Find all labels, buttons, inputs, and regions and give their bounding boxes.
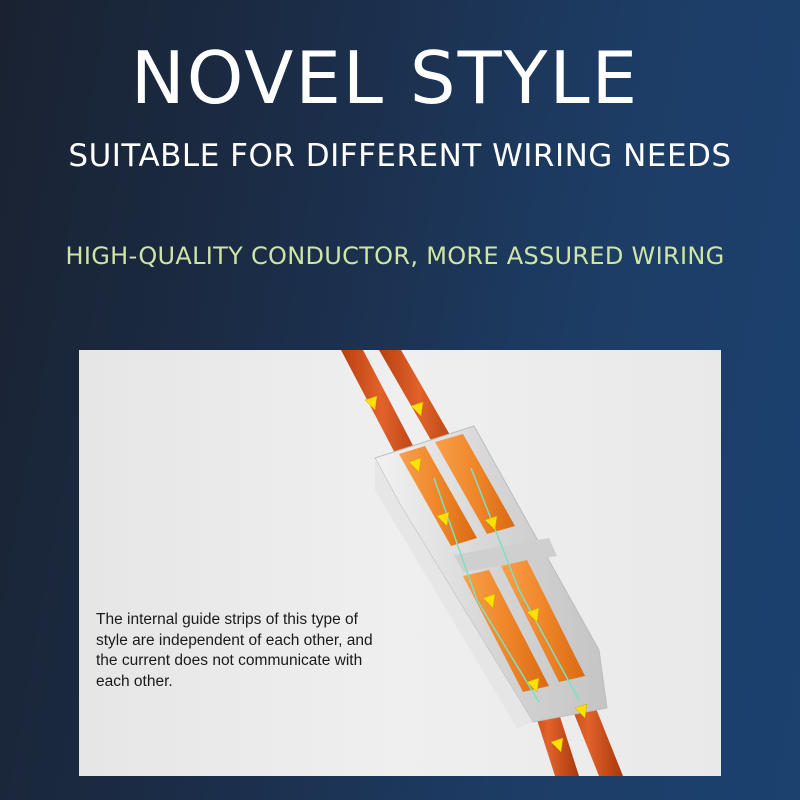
caption-text: The internal guide strips of this type o… — [96, 611, 373, 690]
lever-top-right — [435, 434, 515, 534]
page-title: NOVEL STYLE — [130, 36, 640, 120]
page-subtitle: SUITABLE FOR DIFFERENT WIRING NEEDS — [68, 138, 732, 174]
wire-connector-illustration — [341, 350, 623, 776]
lever-bottom-left — [463, 570, 549, 692]
guide-strip-left — [433, 477, 540, 703]
lever-bottom-right — [501, 560, 585, 682]
current-arrows — [364, 395, 588, 753]
product-image-panel: The internal guide strips of this type o… — [79, 350, 721, 776]
tagline: HIGH-QUALITY CONDUCTOR, MORE ASSURED WIR… — [65, 242, 725, 270]
guide-strip-right — [470, 467, 580, 701]
